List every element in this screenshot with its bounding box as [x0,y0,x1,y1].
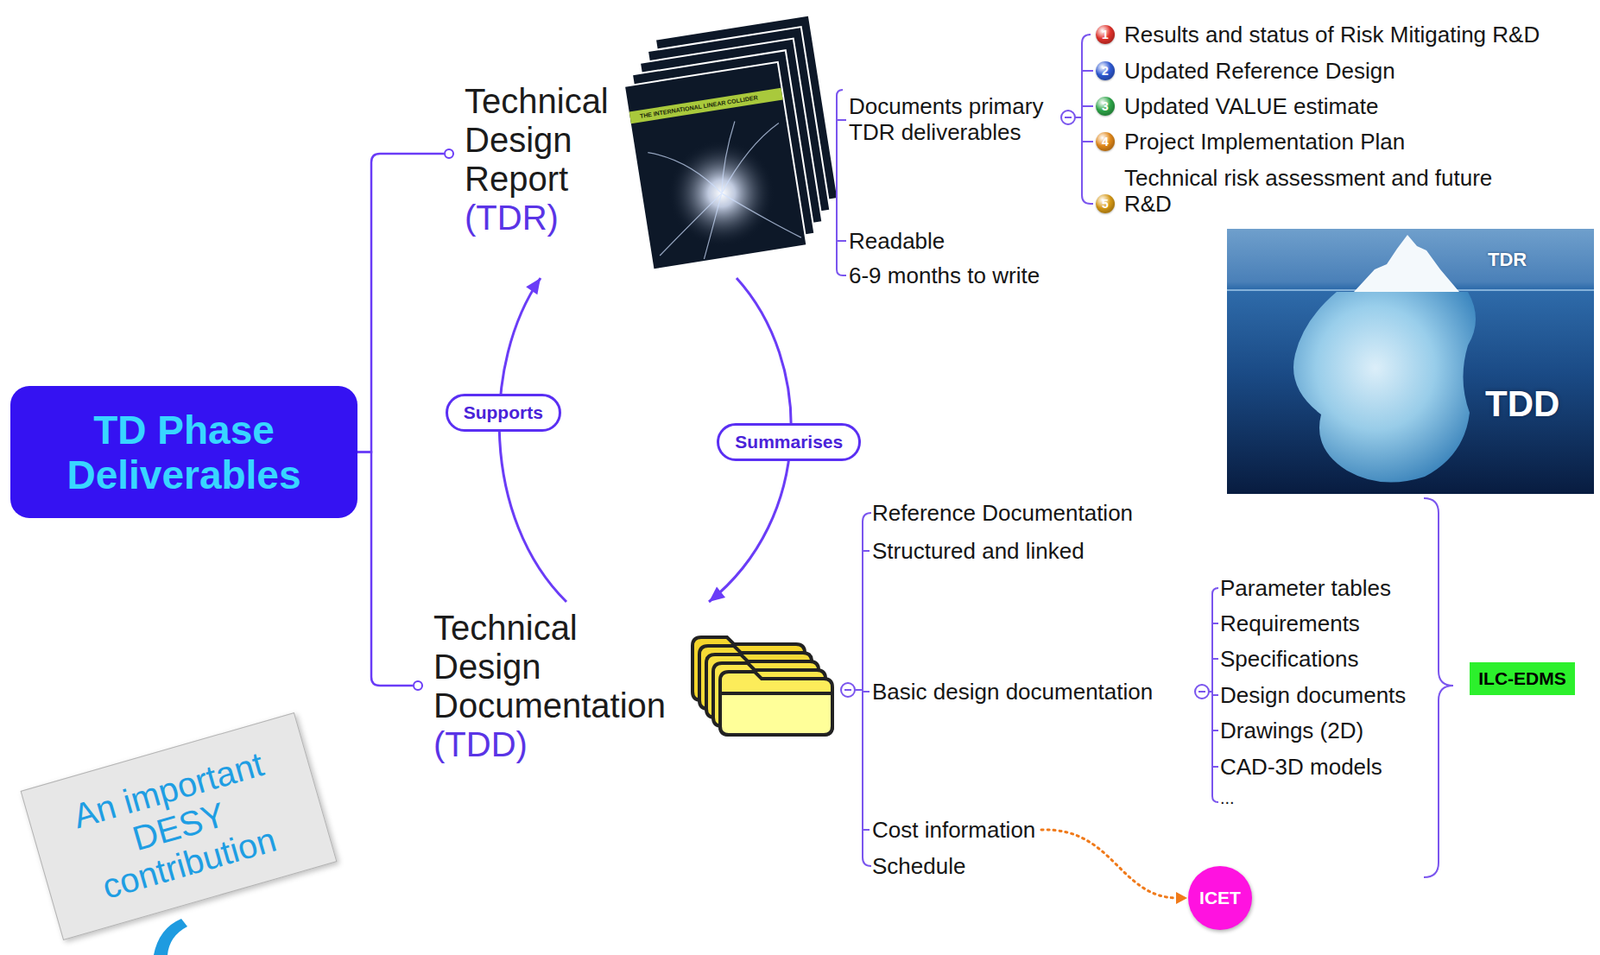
folder-flap [720,693,833,735]
node-title: TD Phase Deliverables [50,407,318,498]
tool-circle: ICET [1188,866,1253,930]
node-title: Technical Design Report [464,82,638,199]
documentation-group: Technical Design Documentation(TDD) [423,601,838,773]
connector [357,452,423,691]
folder-shape [720,671,833,735]
list-item: Project Implementation Plan [1124,128,1405,155]
connector [357,149,454,453]
list-item: CAD-3D models [1220,753,1383,780]
bracket-link [854,689,863,691]
list-item: ... [1220,787,1235,809]
list-item: Results and status of Risk Mitigating R&… [1124,21,1540,48]
list-item: Schedule [872,853,966,880]
dotted-leader [1041,829,1178,899]
curly-bracket [1423,498,1454,878]
callout-number: 4 [1095,132,1115,152]
bracket-link [1075,116,1082,119]
connector-end-dot [444,149,454,159]
folder [720,671,833,735]
connector-end-dot [413,681,423,690]
edge-label: Summarises [716,423,861,462]
connector [499,278,567,602]
logo-fragment [153,918,188,955]
iceberg-tip [1353,234,1460,292]
collapse-minus [1198,690,1206,693]
list-bracket [862,512,872,867]
node-subtitle: (TDD) [433,725,689,765]
root-box: TD Phase Deliverables [10,385,358,519]
list-item: Updated Reference Design [1124,57,1396,84]
book-cover [624,62,807,271]
list-item: Updated VALUE estimate [1124,93,1379,120]
list-bracket [836,89,847,276]
node-title: ICET [1199,886,1241,910]
list-item: Specifications [1220,645,1359,672]
sea-ground [1226,228,1594,494]
list-item: Requirements [1220,610,1360,637]
list-item: Design documents [1220,682,1406,709]
system-tag: ILC-EDMS [1469,662,1575,696]
list-item: 6-9 months to write [848,262,1040,289]
iceberg-picture [1226,228,1594,494]
list-item: Technical risk assessment and future R&D [1124,164,1505,217]
callout-number: 5 [1095,194,1115,214]
list-bracket [1081,34,1094,204]
list-item: Readable [848,227,945,254]
list-bracket [1212,588,1219,803]
picture-label: TDR [1487,248,1527,272]
iceberg-underwater [1293,291,1476,483]
edge-label: Supports [445,393,562,432]
list-item: Cost information [872,816,1036,843]
collapse-toggle [1195,684,1209,699]
callout-number: 3 [1095,96,1115,116]
list-item: Basic design documentation [872,678,1153,705]
folder-stack [692,637,833,735]
cover-title: THE INTERNATIONAL LINEAR COLLIDER [638,91,759,122]
list-item: Reference Documentation [872,499,1133,526]
light-rays [640,113,803,266]
collapse-toggle [841,683,855,697]
callout-number: 2 [1095,61,1115,81]
node-title: ILC-EDMS [1478,667,1567,690]
cover-stripe [629,88,784,125]
collapse-toggle [1061,110,1076,125]
connector-line [357,452,413,687]
node-title: An important DESY contribution [50,739,307,913]
list-item: Parameter tables [1220,575,1392,601]
collapse-minus [1064,116,1072,119]
picture-label: TDD [1485,383,1560,425]
list-item: Drawings (2D) [1220,717,1364,744]
callout-number: 1 [1095,25,1115,45]
connector-line [499,278,567,602]
node-title: Technical Design Documentation [433,608,689,726]
connector-line [357,153,444,453]
report-books [617,15,844,271]
collapse-minus [844,689,852,691]
list-item: Structured and linked [872,537,1085,564]
node-subtitle: (TDR) [464,198,638,238]
leader-arrowhead [1176,891,1188,905]
list-item: Documents primary TDR deliverables [848,93,1065,146]
arrowhead [525,278,541,295]
note-card: An important DESY contribution [20,712,338,941]
arrowhead [708,586,726,602]
